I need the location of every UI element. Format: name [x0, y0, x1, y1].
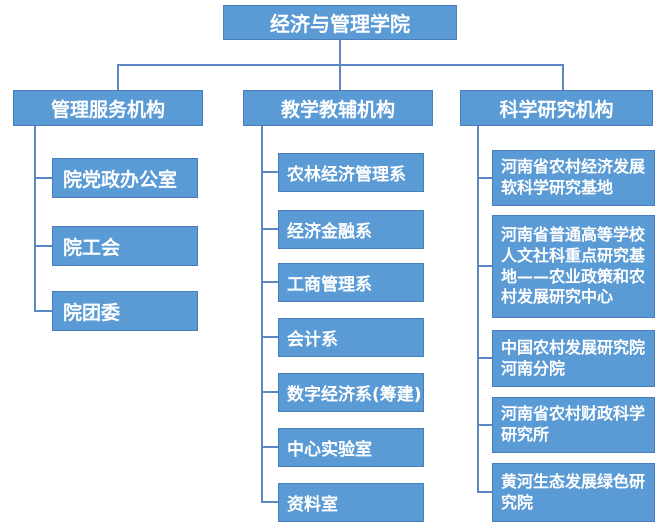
teaching-node: 数字经济系(筹建): [278, 373, 424, 412]
teaching-node: 中心实验室: [278, 428, 424, 467]
connector-stub: [477, 177, 492, 179]
connector-root-drop: [339, 40, 341, 65]
connector-stub: [477, 424, 492, 426]
connector-drop-management: [117, 64, 119, 90]
teaching-node: 经济金融系: [278, 210, 424, 249]
connector-stub: [34, 245, 52, 247]
teaching-node: 工商管理系: [278, 263, 424, 302]
teaching-node: 资料室: [278, 483, 424, 522]
connector-stub: [34, 177, 52, 179]
root-node-college: 经济与管理学院: [223, 5, 457, 40]
management-node: 院党政办公室: [52, 158, 198, 198]
management-node: 院团委: [52, 291, 198, 331]
connector-drop-research: [562, 64, 564, 90]
connector-stub: [477, 265, 492, 267]
research-node: 中国农村发展研究院河南分院: [492, 330, 655, 387]
connector-stub: [261, 501, 278, 503]
management-node: 院工会: [52, 226, 198, 266]
connector-stub: [261, 446, 278, 448]
connector-stub: [477, 491, 492, 493]
research-node: 黄河生态发展绿色研究院: [492, 463, 655, 522]
branch-node-teaching: 教学教辅机构: [243, 90, 433, 126]
connector-stub: [261, 171, 278, 173]
research-node: 河南省农村经济发展软科学研究基地: [492, 150, 655, 206]
branch-node-research: 科学研究机构: [460, 90, 653, 126]
research-node: 河南省普通高等学校人文社科重点研究基地——农业政策和农村发展研究中心: [492, 215, 655, 318]
branch-node-management: 管理服务机构: [13, 90, 203, 126]
teaching-node: 会计系: [278, 318, 424, 357]
connector-stub: [34, 310, 52, 312]
connector-stub: [261, 391, 278, 393]
research-node: 河南省农村财政科学研究所: [492, 397, 655, 453]
connector-stub: [261, 228, 278, 230]
connector-rail-research: [477, 126, 479, 492]
connector-stub: [477, 357, 492, 359]
connector-drop-teaching: [339, 64, 341, 90]
connector-rail-management: [34, 126, 36, 312]
connector-stub: [261, 336, 278, 338]
connector-rail-teaching: [261, 126, 263, 503]
teaching-node: 农林经济管理系: [278, 153, 424, 192]
connector-stub: [261, 281, 278, 283]
